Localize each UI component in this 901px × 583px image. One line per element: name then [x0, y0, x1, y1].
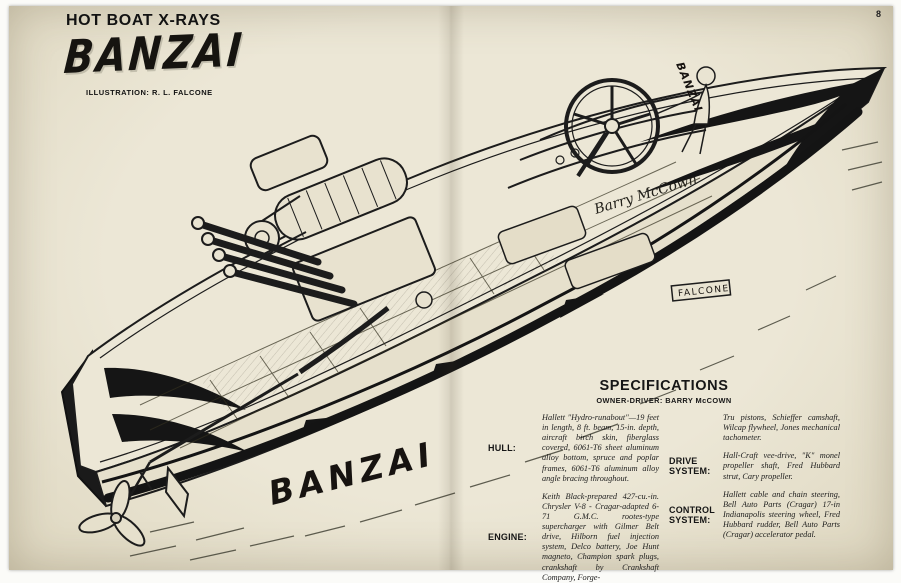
spec-text: Tru pistons, Schieffer camshaft, Wilcap …: [723, 413, 840, 443]
specifications-panel: SPECIFICATIONS OWNER-DRIVER: BARRY McCOW…: [488, 378, 840, 583]
side-stripe-thin: [101, 102, 847, 484]
owner-driver-line: OWNER-DRIVER: BARRY McCOWN: [596, 396, 732, 405]
cockpit: [497, 91, 707, 290]
page-header: HOT BOAT X-RAYS BANZAI ILLUSTRATION: R. …: [62, 12, 279, 98]
steering-wheel: [564, 78, 660, 178]
cutaway-floor: [200, 232, 560, 414]
page-number: 8: [875, 9, 881, 19]
spec-label: DRIVE SYSTEM:: [669, 456, 711, 477]
spec-label: HULL:: [488, 443, 516, 454]
spec-entry-engine: ENGINE: Keith Black-prepared 427-cu.-in.…: [488, 492, 659, 583]
exhaust-pipes: [196, 220, 358, 308]
driver-figure: [655, 66, 716, 155]
page-title: HOT BOAT X-RAYS: [66, 12, 221, 29]
spec-label: ENGINE:: [488, 532, 527, 543]
side-stripe-thick: [103, 107, 863, 503]
rudder: [164, 465, 190, 519]
spec-label: CONTROL SYSTEM:: [669, 504, 715, 525]
spec-entry-hull: HULL: Hallett "Hydro-runabout"—19 feet i…: [488, 413, 659, 484]
spec-text: Keith Black-prepared 427-cu.-in. Chrysle…: [542, 491, 659, 582]
spec-text: Hall-Craft vee-drive, "K" monel propelle…: [723, 451, 840, 481]
artist-signature-box: FALCONE: [670, 279, 732, 302]
specifications-title: SPECIFICATIONS: [599, 378, 729, 394]
specs-column-right: Tru pistons, Schieffer camshaft, Wilcap …: [669, 413, 840, 583]
specs-columns: HULL: Hallett "Hydro-runabout"—19 feet i…: [488, 413, 840, 583]
specs-column-left: HULL: Hallett "Hydro-runabout"—19 feet i…: [488, 413, 659, 583]
spec-entry-drive-system: DRIVE SYSTEM: Hall-Craft vee-drive, "K" …: [669, 451, 840, 481]
spec-text: Hallett "Hydro-runabout"—19 feet in leng…: [542, 413, 659, 483]
illustration-credit: ILLUSTRATION: R. L. FALCONE: [86, 88, 213, 98]
banzai-logo: BANZAI: [62, 22, 246, 84]
spec-entry-control-system: CONTROL SYSTEM: Hallett cable and chain …: [669, 490, 840, 541]
propeller: [78, 480, 146, 547]
spec-text: Hallett cable and chain steering, Bell A…: [723, 489, 840, 540]
hull-name-text: BANZAI: [265, 434, 439, 513]
spec-entry-engine-continued: Tru pistons, Schieffer camshaft, Wilcap …: [669, 413, 840, 443]
shadow-hatching: [129, 141, 883, 561]
exhaust-pipe-ends: [191, 216, 237, 278]
